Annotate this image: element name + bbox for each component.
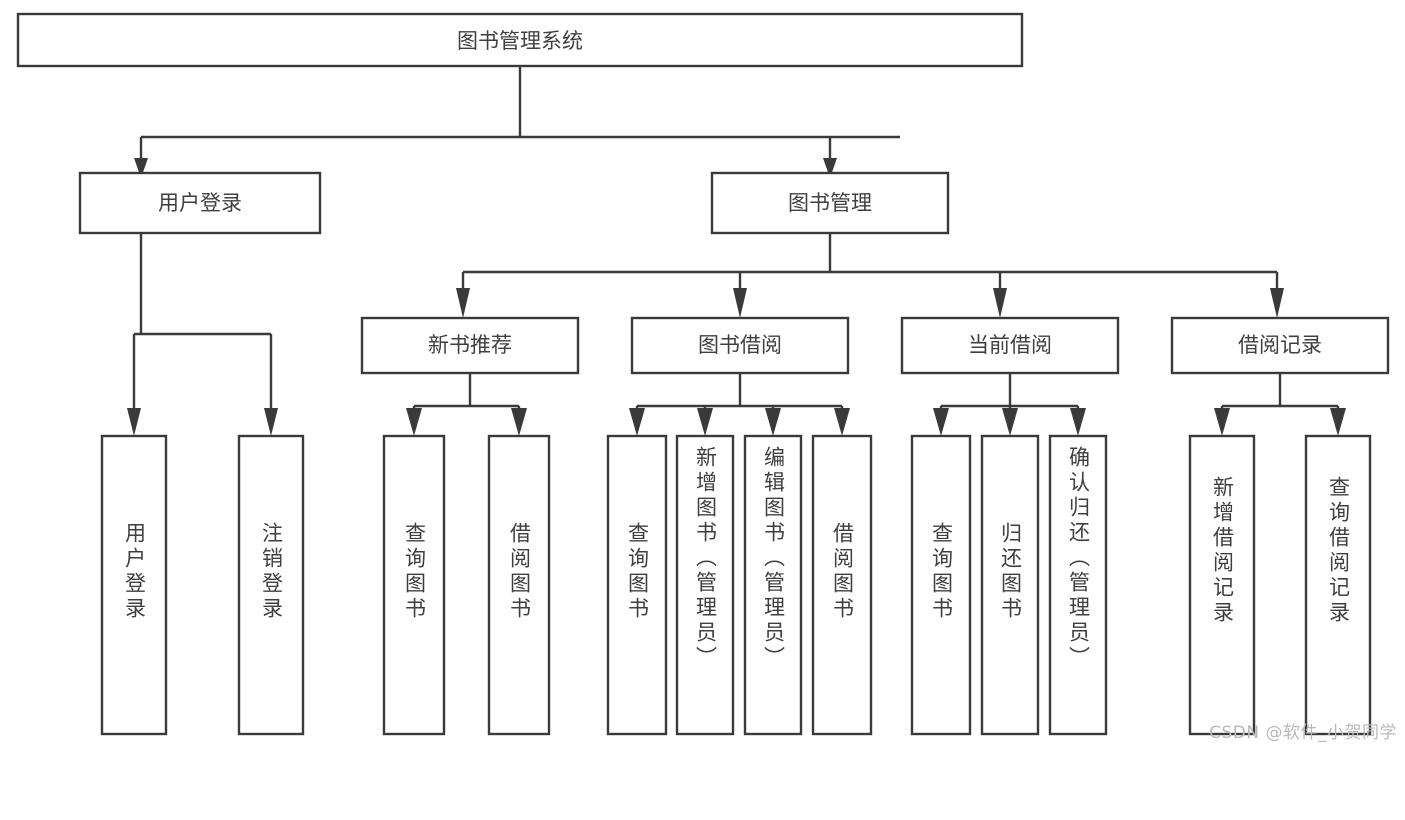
node-user-login[interactable]: 用户登录 <box>78 171 322 235</box>
arrow-head-leaf-query-book-1 <box>406 408 422 436</box>
node-book-borrow-label: 图书借阅 <box>698 333 782 357</box>
org-chart-diagram: 图书管理系统 用户登录 图书管理 新书推荐 图书借阅 当前借阅 借阅记录 <box>16 12 1397 743</box>
node-borrow-record-box[interactable] <box>1170 316 1390 375</box>
arrow-head-leaf-query-book-2 <box>629 408 645 436</box>
leaf-box-add-record[interactable] <box>1188 434 1256 736</box>
node-borrow-record-label: 借阅记录 <box>1238 333 1322 357</box>
leaf-box-query-book-3[interactable] <box>910 434 972 736</box>
arrow-head-new-book-recommend <box>456 288 470 318</box>
arrow-head-leaf-add-book <box>697 408 713 436</box>
leaf-box-layer <box>100 434 1372 736</box>
leaf-box-add-book[interactable] <box>675 434 735 736</box>
arrow-head-leaf-borrow-book-2 <box>834 408 850 436</box>
node-root-label: 图书管理系统 <box>457 29 583 53</box>
node-borrow-record[interactable]: 借阅记录 <box>1170 316 1390 375</box>
arrow-head-leaf-return-book <box>1002 408 1018 436</box>
arrow-head-book-borrow <box>733 288 747 318</box>
connector-layer <box>127 66 1346 436</box>
csdn-watermark: CSDN @软件_小贺同学 <box>1209 723 1397 743</box>
arrow-head-leaf-query-book-3 <box>933 408 949 436</box>
arrow-head-leaf-borrow-book-1 <box>511 408 527 436</box>
node-book-manage[interactable]: 图书管理 <box>710 171 950 235</box>
node-user-login-label: 用户登录 <box>158 191 242 215</box>
node-book-manage-label: 图书管理 <box>788 191 872 215</box>
node-current-borrow-box[interactable] <box>900 316 1120 375</box>
arrow-head-leaf-user-logout <box>264 408 278 436</box>
arrow-head-book-manage <box>823 158 837 178</box>
node-new-book-recommend-label: 新书推荐 <box>428 333 512 357</box>
leaf-box-confirm-return[interactable] <box>1048 434 1108 736</box>
arrow-head-user-login <box>134 158 148 178</box>
arrow-head-leaf-user-login <box>127 408 141 436</box>
node-current-borrow-label: 当前借阅 <box>968 333 1052 357</box>
arrow-head-leaf-confirm-return <box>1070 408 1086 436</box>
node-current-borrow[interactable]: 当前借阅 <box>900 316 1120 375</box>
leaf-box-query-book-1[interactable] <box>382 434 446 736</box>
leaf-box-borrow-book-1[interactable] <box>487 434 551 736</box>
node-new-book-recommend[interactable]: 新书推荐 <box>360 316 580 375</box>
node-book-borrow[interactable]: 图书借阅 <box>630 316 850 375</box>
node-book-manage-box[interactable] <box>710 171 950 235</box>
node-book-borrow-box[interactable] <box>630 316 850 375</box>
node-root-box[interactable] <box>16 12 1024 68</box>
leaf-box-query-book-2[interactable] <box>606 434 668 736</box>
arrow-head-leaf-query-record <box>1330 408 1346 436</box>
leaf-box-user-logout[interactable] <box>237 434 305 736</box>
node-user-login-box[interactable] <box>78 171 322 235</box>
leaf-box-return-book[interactable] <box>980 434 1040 736</box>
leaf-box-query-record[interactable] <box>1304 434 1372 736</box>
arrow-head-leaf-edit-book <box>765 408 781 436</box>
arrow-head-leaf-add-record <box>1214 408 1230 436</box>
leaf-box-edit-book[interactable] <box>743 434 803 736</box>
arrow-head-current-borrow <box>993 288 1007 318</box>
node-new-book-recommend-box[interactable] <box>360 316 580 375</box>
diagram-canvas: 图书管理系统 用户登录 图书管理 新书推荐 图书借阅 当前借阅 借阅记录 <box>16 12 1390 736</box>
arrow-head-borrow-record <box>1270 288 1284 318</box>
node-root[interactable]: 图书管理系统 <box>16 12 1024 68</box>
leaf-box-borrow-book-2[interactable] <box>811 434 873 736</box>
leaf-box-user-login[interactable] <box>100 434 168 736</box>
